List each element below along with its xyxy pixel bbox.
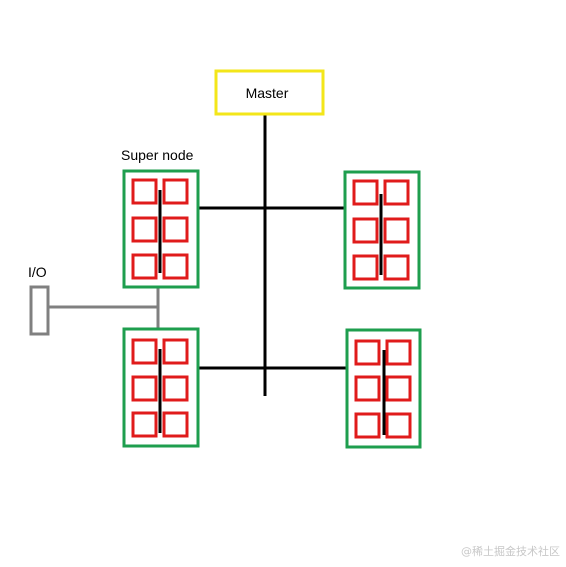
node-cells bbox=[131, 338, 189, 438]
node-cell bbox=[162, 338, 189, 365]
node-cell bbox=[131, 338, 158, 365]
node-cell bbox=[131, 375, 158, 402]
node-cell bbox=[352, 254, 379, 281]
super-node-top-right bbox=[343, 170, 421, 290]
io-connection bbox=[48, 288, 160, 329]
node-cell bbox=[354, 412, 381, 439]
node-cell bbox=[162, 375, 189, 402]
node-cell bbox=[383, 254, 410, 281]
node-cell bbox=[131, 178, 158, 205]
node-cell bbox=[383, 179, 410, 206]
node-cell bbox=[352, 217, 379, 244]
node-cell bbox=[385, 339, 412, 366]
node-cells bbox=[131, 178, 189, 280]
node-cell bbox=[354, 375, 381, 402]
super-node-label: Super node bbox=[121, 147, 194, 163]
node-cell bbox=[383, 217, 410, 244]
node-cell bbox=[162, 178, 189, 205]
node-cell bbox=[162, 411, 189, 438]
node-cell bbox=[131, 253, 158, 280]
watermark: @稀土掘金技术社区 bbox=[461, 545, 560, 558]
super-node-top-left bbox=[122, 169, 200, 289]
master-box bbox=[214, 69, 325, 116]
io-label: I/O bbox=[28, 264, 47, 280]
node-cell bbox=[385, 412, 412, 439]
node-cells bbox=[352, 179, 410, 281]
node-cell bbox=[354, 339, 381, 366]
node-cell bbox=[131, 411, 158, 438]
node-cell bbox=[385, 375, 412, 402]
node-cell bbox=[131, 216, 158, 243]
node-cells bbox=[354, 339, 412, 439]
super-node-bottom-left bbox=[122, 327, 200, 448]
super-node-bottom-right bbox=[345, 328, 422, 449]
node-cell bbox=[162, 253, 189, 280]
node-cell bbox=[162, 216, 189, 243]
node-cell bbox=[352, 179, 379, 206]
bus-lines bbox=[199, 114, 347, 396]
master-label: Master bbox=[246, 85, 289, 101]
io-device bbox=[29, 285, 50, 336]
